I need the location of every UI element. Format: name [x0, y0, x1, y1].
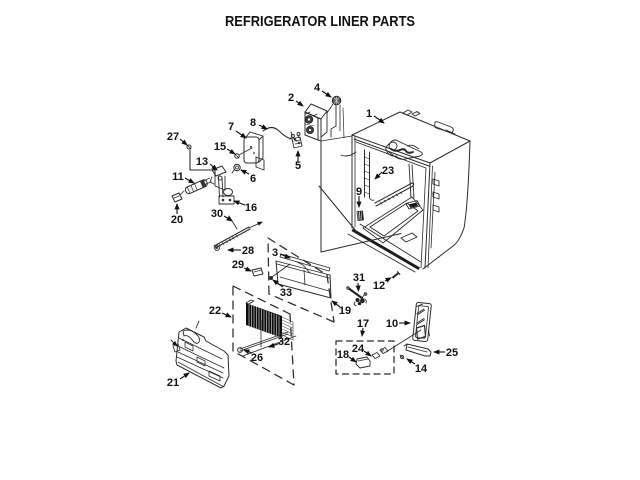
svg-text:12: 12 [373, 280, 385, 292]
svg-text:2: 2 [288, 92, 294, 104]
svg-text:13: 13 [196, 156, 208, 168]
svg-text:19: 19 [339, 305, 351, 317]
svg-text:3: 3 [272, 247, 278, 259]
svg-text:8: 8 [250, 117, 256, 129]
svg-text:16: 16 [245, 202, 257, 214]
svg-text:10: 10 [386, 318, 398, 330]
svg-text:11: 11 [172, 171, 184, 183]
svg-text:29: 29 [232, 259, 244, 271]
svg-text:9: 9 [356, 186, 362, 198]
svg-text:15: 15 [214, 141, 226, 153]
svg-text:7: 7 [228, 121, 234, 133]
svg-text:21: 21 [167, 377, 179, 389]
svg-text:28: 28 [242, 245, 254, 257]
svg-text:25: 25 [446, 347, 458, 359]
svg-text:22: 22 [209, 305, 221, 317]
svg-text:30: 30 [211, 208, 223, 220]
svg-text:23: 23 [382, 165, 394, 177]
svg-text:27: 27 [167, 131, 179, 143]
svg-text:31: 31 [353, 272, 365, 284]
svg-text:1: 1 [366, 108, 372, 120]
svg-text:32: 32 [278, 336, 290, 348]
svg-text:17: 17 [357, 318, 369, 330]
svg-text:REFRIGERATOR LINER PARTS: REFRIGERATOR LINER PARTS [225, 13, 415, 30]
svg-text:14: 14 [415, 363, 428, 375]
svg-text:24: 24 [352, 343, 365, 355]
svg-text:20: 20 [171, 214, 183, 226]
svg-text:18: 18 [337, 349, 349, 361]
svg-text:4: 4 [314, 82, 321, 94]
svg-text:33: 33 [280, 287, 292, 299]
svg-text:6: 6 [250, 173, 256, 185]
svg-text:26: 26 [251, 352, 263, 364]
svg-text:5: 5 [295, 160, 301, 172]
